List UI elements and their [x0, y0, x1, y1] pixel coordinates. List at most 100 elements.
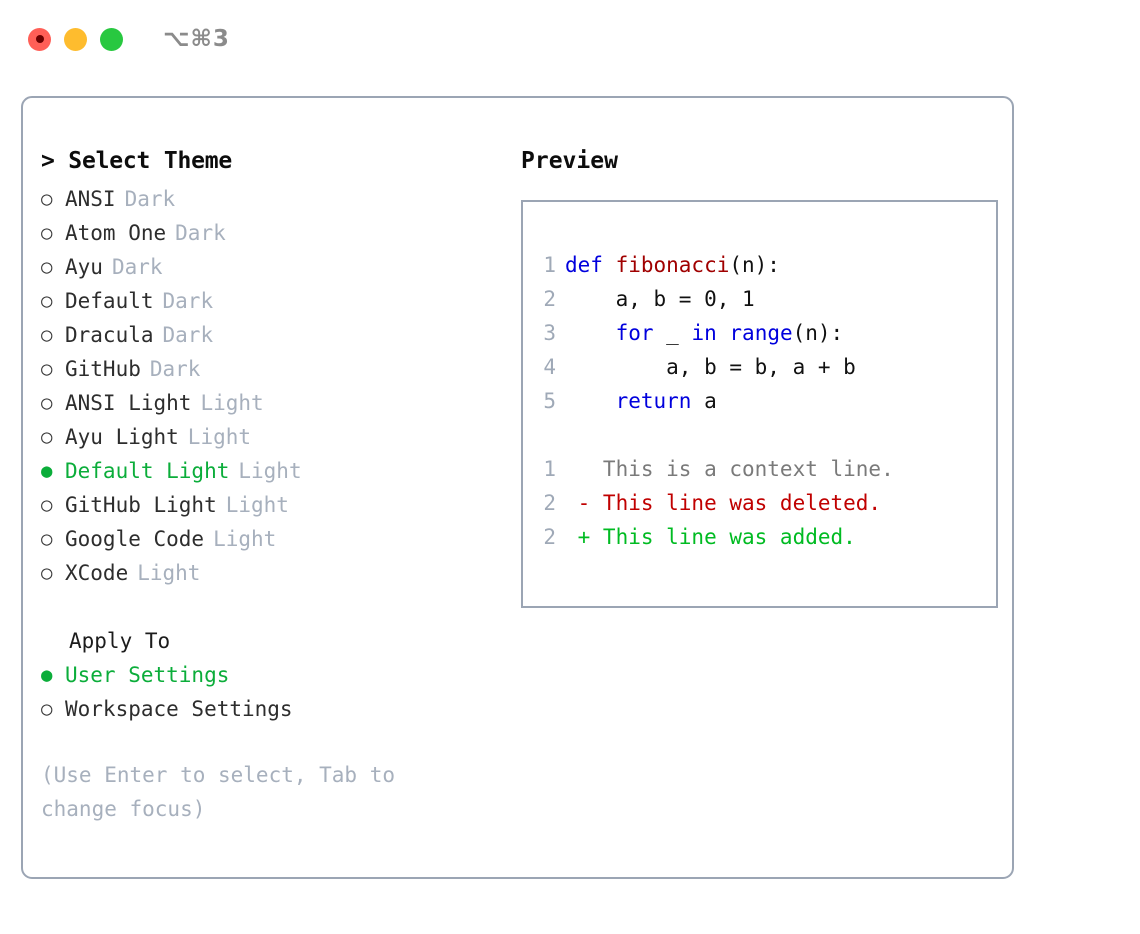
code-token-plain	[565, 321, 616, 345]
radio-unselected-icon: ○	[41, 494, 53, 516]
radio-unselected-icon: ○	[41, 426, 53, 448]
code-token-kw: for	[615, 321, 654, 345]
radio-unselected-icon: ○	[41, 358, 53, 380]
code-line: 2 a, b = 0, 1	[539, 282, 996, 316]
code-text: def fibonacci(n):	[565, 248, 780, 282]
radio-unselected-icon: ○	[41, 222, 53, 244]
theme-option-ayu-light[interactable]: ○ Ayu Light Light	[41, 420, 503, 454]
preview-spacer	[539, 418, 996, 452]
theme-option-tag: Light	[238, 459, 302, 483]
theme-option-label: Default Light	[65, 459, 230, 483]
theme-option-tag: Light	[200, 391, 264, 415]
code-text: a, b = 0, 1	[565, 282, 755, 316]
line-number: 3	[543, 321, 556, 345]
line-number: 1	[543, 457, 556, 481]
line-number: 2	[543, 525, 556, 549]
code-text: return a	[565, 384, 717, 418]
list-spacer	[41, 590, 503, 624]
theme-option-tag: Dark	[175, 221, 226, 245]
code-token-plain: a, b = b, a + b	[565, 355, 856, 379]
apply-to-title: Apply To	[69, 629, 171, 653]
window-controls	[28, 27, 123, 51]
theme-option-default-light[interactable]: ● Default Light Light	[41, 454, 503, 488]
code-token-plain: _	[653, 321, 692, 345]
diff-text-del: - This line was deleted.	[565, 491, 882, 515]
line-number: 2	[543, 287, 556, 311]
theme-option-label: ANSI	[65, 187, 116, 211]
apply-to-option-workspace-settings[interactable]: ○Workspace Settings	[41, 692, 503, 726]
apply-to-option-label: Workspace Settings	[65, 697, 293, 721]
code-token-plain: (n):	[729, 253, 780, 277]
theme-option-tag: Light	[187, 425, 252, 449]
theme-option-label: Default	[65, 289, 154, 313]
radio-unselected-icon: ○	[41, 562, 53, 584]
recording-dot-icon	[35, 35, 44, 43]
theme-option-github-light[interactable]: ○ GitHub Light Light	[41, 488, 503, 522]
radio-unselected-icon: ○	[41, 290, 53, 312]
theme-option-tag: Light	[137, 561, 201, 585]
radio-unselected-icon: ○	[41, 528, 53, 550]
title-bar: ⌥⌘3	[0, 0, 1140, 78]
theme-option-tag: Light	[225, 493, 289, 517]
theme-option-label: ANSI Light	[65, 391, 192, 415]
theme-option-label: GitHub Light	[65, 493, 217, 517]
code-token-plain	[717, 321, 730, 345]
diff-text-ctx: This is a context line.	[565, 457, 894, 481]
apply-to-option-user-settings[interactable]: ●User Settings	[41, 658, 503, 692]
theme-option-github[interactable]: ○ GitHub Dark	[41, 352, 503, 386]
code-token-kw: range	[729, 321, 793, 345]
theme-option-google-code[interactable]: ○ Google Code Light	[41, 522, 503, 556]
code-line: 4 a, b = b, a + b	[539, 350, 996, 384]
keyboard-hint-text: (Use Enter to select, Tab to change focu…	[41, 763, 408, 821]
theme-option-label: GitHub	[65, 357, 141, 381]
line-number: 4	[543, 355, 556, 379]
radio-unselected-icon: ○	[41, 188, 53, 210]
theme-option-label: Ayu Light	[65, 425, 179, 449]
minimize-button[interactable]	[64, 27, 87, 51]
code-token-plain: (n):	[792, 321, 844, 345]
radio-selected-icon: ●	[41, 460, 53, 482]
radio-selected-icon: ●	[41, 664, 53, 686]
theme-option-label: Ayu	[65, 255, 103, 279]
code-token-kw: return	[615, 389, 692, 413]
code-token-plain: a	[691, 389, 717, 413]
theme-option-label: Google Code	[65, 527, 205, 551]
close-button[interactable]	[28, 27, 51, 51]
code-token-plain: a, b = 0, 1	[565, 287, 755, 311]
diff-line: 1 This is a context line.	[539, 452, 996, 486]
line-number: 2	[543, 491, 556, 515]
theme-option-tag: Dark	[111, 255, 163, 279]
theme-option-tag: Dark	[149, 357, 201, 381]
diff-text-add: + This line was added.	[565, 525, 856, 549]
code-line: 3 for _ in range(n):	[539, 316, 996, 350]
code-line: 5 return a	[539, 384, 996, 418]
theme-option-tag: Dark	[162, 323, 214, 347]
preview-title: Preview	[521, 148, 618, 174]
theme-option-tag: Light	[213, 527, 277, 551]
code-text: for _ in range(n):	[565, 316, 844, 350]
keyboard-shortcut-label: ⌥⌘3	[163, 26, 230, 52]
diff-line: 2 + This line was added.	[539, 520, 996, 554]
code-token-fn: fibonacci	[615, 253, 730, 277]
code-token-plain	[565, 389, 616, 413]
diff-line: 2 - This line was deleted.	[539, 486, 996, 520]
line-number: 5	[543, 389, 556, 413]
maximize-button[interactable]	[100, 27, 123, 51]
radio-unselected-icon: ○	[41, 324, 53, 346]
